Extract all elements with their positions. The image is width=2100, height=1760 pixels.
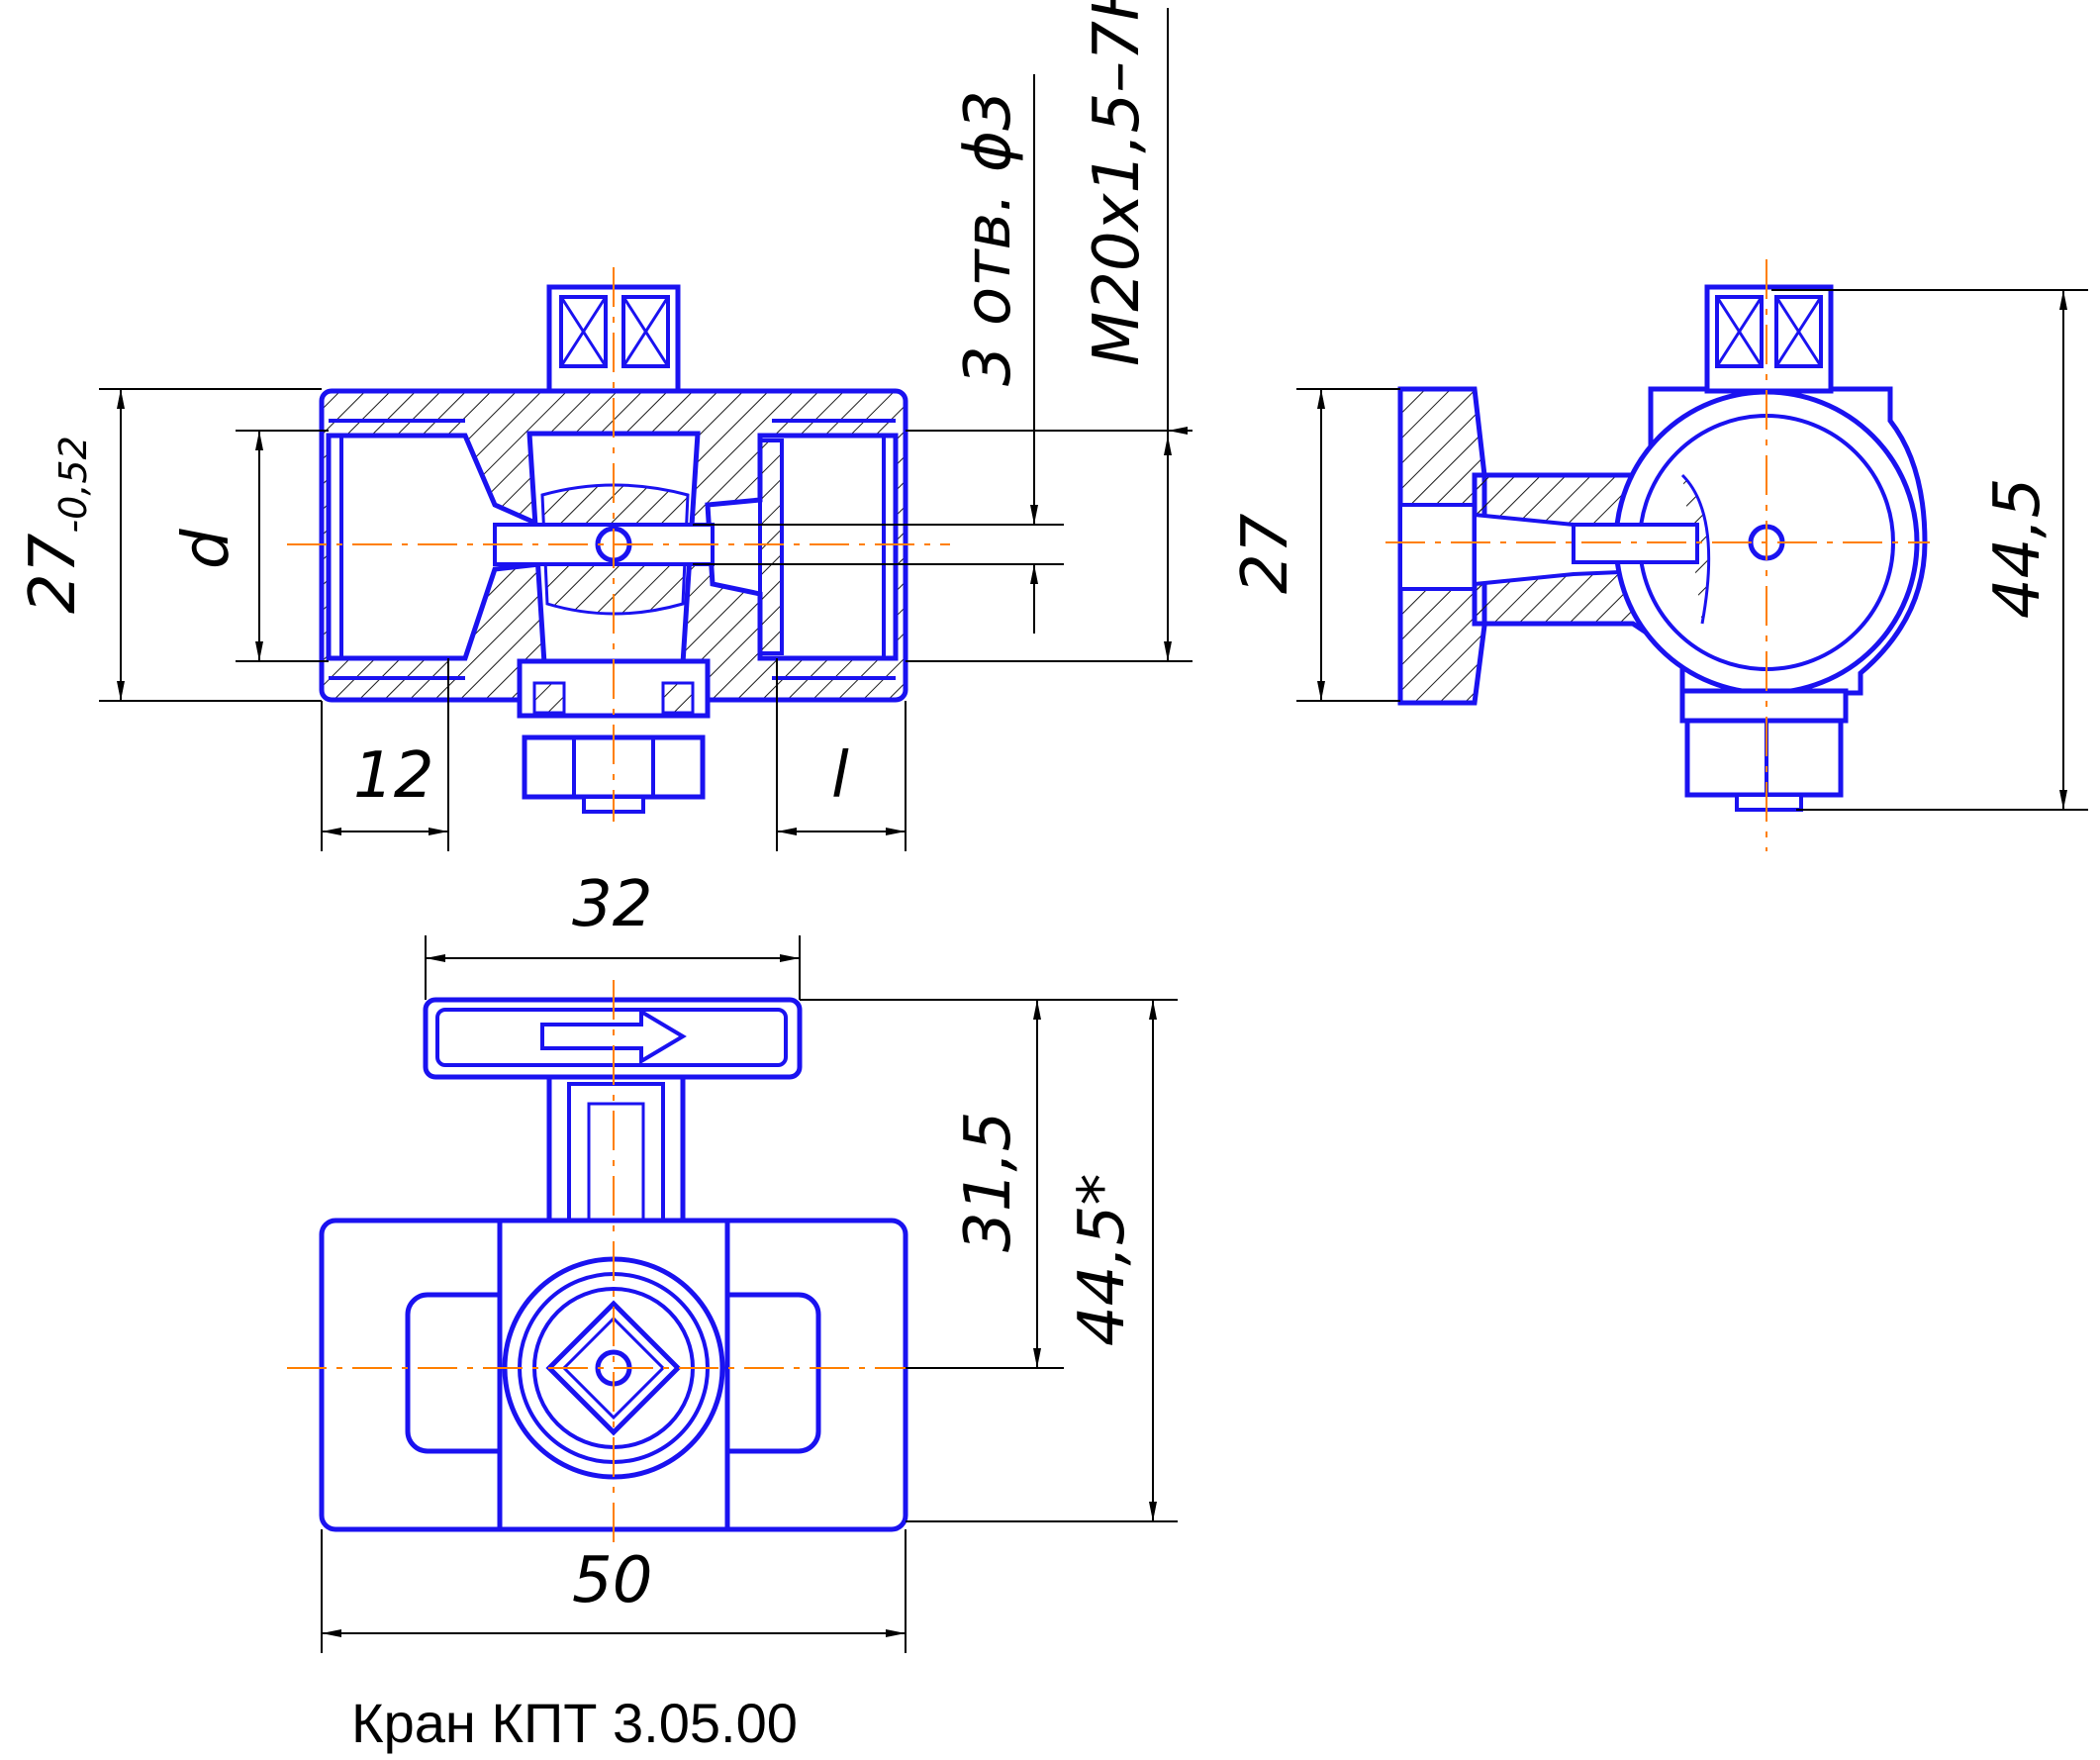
note-thread: M20x1,5–7H <box>1081 0 1154 366</box>
dim-front-height-tolerance: -0,52 <box>51 436 95 533</box>
side-bottom-nut <box>1679 688 1849 724</box>
flow-arrow <box>540 1008 687 1065</box>
dim-front-height: 27-0,52 <box>17 436 95 614</box>
dim-handle-width: 32 <box>572 868 652 941</box>
dim-side-height: 27 <box>1229 513 1302 594</box>
dim-to-axis: 31,5 <box>952 1112 1025 1253</box>
top-view: 32 31,5 44,5* 50 <box>287 868 1178 1653</box>
note-holes: 3 отв. ϕ3 <box>952 90 1025 386</box>
dim-front-d: d <box>170 529 243 569</box>
drawing-caption: Кран КПТ 3.05.00 <box>351 1692 798 1754</box>
side-view: 27 44,5 <box>1229 259 2088 851</box>
dim-front-left-thread: 12 <box>353 739 433 813</box>
dim-front-right-thread: l <box>831 739 849 813</box>
right-seal-ring <box>758 439 784 655</box>
front-view: 27-0,52 d 12 l 3 отв. ϕ3 M20x1,5–7H <box>17 0 1193 851</box>
dim-side-total: 44,5 <box>1981 478 2054 620</box>
dim-length: 50 <box>572 1544 652 1617</box>
dim-top-total: 44,5* <box>1066 1174 1139 1347</box>
